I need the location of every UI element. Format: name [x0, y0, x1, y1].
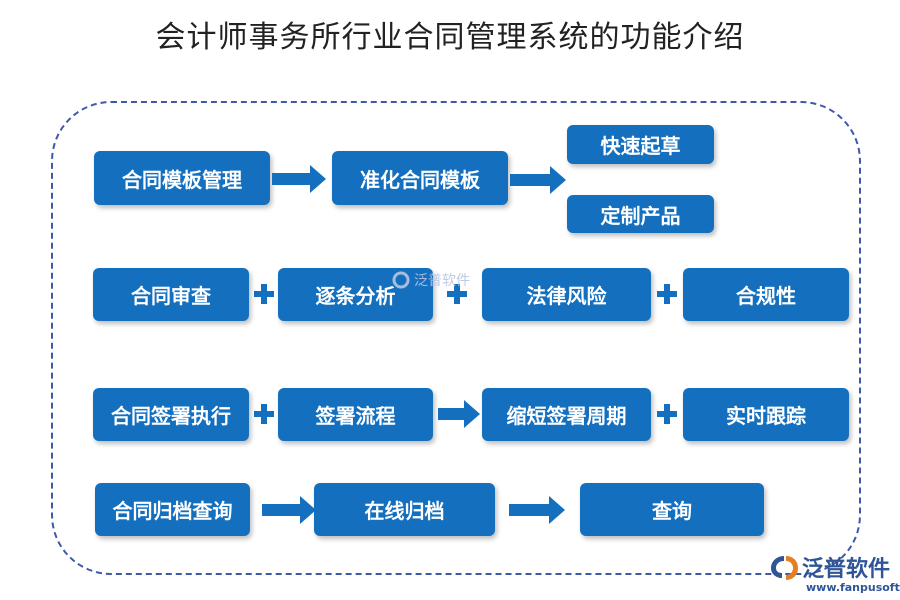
plus-icon [657, 404, 677, 424]
box-signing-execution: 合同签署执行 [93, 388, 249, 441]
arrow-right-icon [262, 496, 316, 524]
watermark-center-text: 泛普软件 [414, 273, 470, 289]
plus-icon [447, 284, 467, 304]
box-archive-query: 合同归档查询 [95, 483, 250, 536]
plus-icon [254, 284, 274, 304]
watermark-corner-name: 泛普软件 [802, 557, 891, 582]
box-template-management: 合同模板管理 [94, 151, 270, 205]
box-standard-template: 准化合同模板 [332, 151, 508, 205]
watermark-corner: 泛普软件 www.fanpusoft.com [766, 551, 900, 597]
box-quick-draft: 快速起草 [567, 125, 714, 164]
arrow-right-icon [438, 400, 480, 428]
plus-icon [657, 284, 677, 304]
box-query: 查询 [580, 483, 764, 536]
box-shorten-cycle: 缩短签署周期 [482, 388, 651, 441]
arrow-right-icon [510, 166, 566, 194]
arrow-right-icon [509, 496, 565, 524]
watermark-center: 泛普软件 [392, 270, 470, 290]
box-signing-process: 签署流程 [278, 388, 433, 441]
page-title: 会计师事务所行业合同管理系统的功能介绍 [155, 20, 745, 55]
logo-icon [392, 271, 410, 289]
dashed-frame [51, 101, 861, 575]
box-custom-product: 定制产品 [567, 195, 714, 233]
box-compliance: 合规性 [683, 268, 849, 321]
logo-icon [771, 556, 798, 580]
watermark-corner-url: www.fanpusoft.com [806, 581, 900, 594]
plus-icon [254, 404, 274, 424]
box-legal-risk: 法律风险 [482, 268, 651, 321]
box-realtime-tracking: 实时跟踪 [683, 388, 849, 441]
arrow-right-icon [272, 165, 326, 193]
box-online-archive: 在线归档 [314, 483, 495, 536]
box-contract-review: 合同审查 [93, 268, 249, 321]
